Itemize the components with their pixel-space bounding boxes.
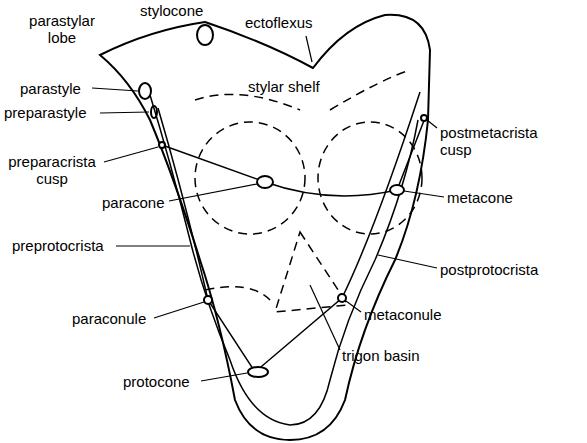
cusp-label: paracone bbox=[102, 194, 165, 211]
crest-label: postprotocrista bbox=[440, 261, 538, 278]
cusp-label: preparastyle bbox=[4, 104, 87, 121]
cusp-label: metacone bbox=[447, 189, 513, 206]
cusp-label: metaconule bbox=[364, 306, 442, 323]
basin-label: trigon basin bbox=[342, 347, 420, 364]
cusp-label: paraconule bbox=[72, 310, 146, 327]
cusp-label: preparacrista cusp bbox=[0, 153, 104, 187]
crest-label: preprotocrista bbox=[12, 237, 104, 254]
cusp-label: stylocone bbox=[140, 2, 203, 19]
shelf-label: stylar shelf bbox=[248, 78, 320, 95]
lobe-label: parastylar lobe bbox=[18, 12, 106, 46]
cusp-label: protocone bbox=[123, 373, 190, 390]
cusp-label: postmetacrista cusp bbox=[440, 124, 550, 158]
cusp-label: parastyle bbox=[20, 80, 81, 97]
notch-label: ectoflexus bbox=[245, 14, 313, 31]
